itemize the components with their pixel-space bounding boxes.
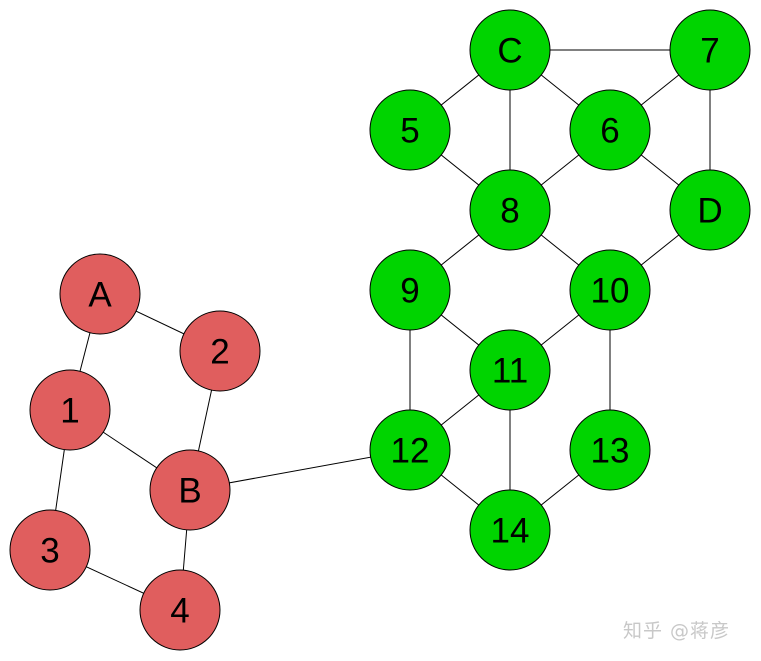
- node-circle: [369, 409, 451, 491]
- node-circle: [369, 249, 451, 331]
- node-A: A: [59, 253, 141, 335]
- node-label: 6: [600, 112, 619, 151]
- node-label: 12: [391, 432, 430, 471]
- node-circle: [149, 449, 231, 531]
- node-circle: [569, 89, 651, 171]
- node-circle: [569, 249, 651, 331]
- node-circle: [469, 489, 551, 571]
- node-6: 6: [569, 89, 651, 171]
- node-11: 11: [469, 329, 551, 411]
- node-label: 5: [400, 112, 419, 151]
- node-8: 8: [469, 169, 551, 251]
- node-label: 1: [60, 392, 79, 431]
- node-circle: [669, 9, 751, 91]
- node-circle: [29, 369, 111, 451]
- node-12: 12: [369, 409, 451, 491]
- node-circle: [469, 9, 551, 91]
- node-4: 4: [139, 569, 221, 651]
- node-label: 4: [170, 592, 189, 631]
- node-label: A: [88, 276, 112, 315]
- node-circle: [469, 169, 551, 251]
- node-label: 11: [492, 352, 528, 391]
- node-circle: [179, 310, 261, 392]
- node-label: D: [697, 192, 722, 231]
- node-B: B: [149, 449, 231, 531]
- node-label: B: [178, 472, 201, 511]
- node-5: 5: [369, 89, 451, 171]
- node-7: 7: [669, 9, 751, 91]
- node-label: 10: [591, 272, 630, 311]
- node-13: 13: [569, 409, 651, 491]
- node-label: 13: [591, 432, 630, 471]
- node-label: 8: [500, 192, 519, 231]
- node-circle: [9, 509, 91, 591]
- node-label: 3: [40, 532, 59, 571]
- node-circle: [59, 253, 141, 335]
- node-1: 1: [29, 369, 111, 451]
- node-C: C: [469, 9, 551, 91]
- node-circle: [569, 409, 651, 491]
- node-3: 3: [9, 509, 91, 591]
- node-9: 9: [369, 249, 451, 331]
- node-circle: [669, 169, 751, 251]
- node-circle: [469, 329, 551, 411]
- node-10: 10: [569, 249, 651, 331]
- node-D: D: [669, 169, 751, 251]
- node-circle: [139, 569, 221, 651]
- node-label: 7: [700, 32, 719, 71]
- node-14: 14: [469, 489, 551, 571]
- node-circle: [369, 89, 451, 171]
- node-label: 2: [210, 333, 229, 372]
- watermark: 知乎 @蒋彦: [623, 620, 731, 642]
- node-label: C: [497, 32, 522, 71]
- node-label: 9: [400, 272, 419, 311]
- node-label: 14: [491, 512, 530, 551]
- node-2: 2: [179, 310, 261, 392]
